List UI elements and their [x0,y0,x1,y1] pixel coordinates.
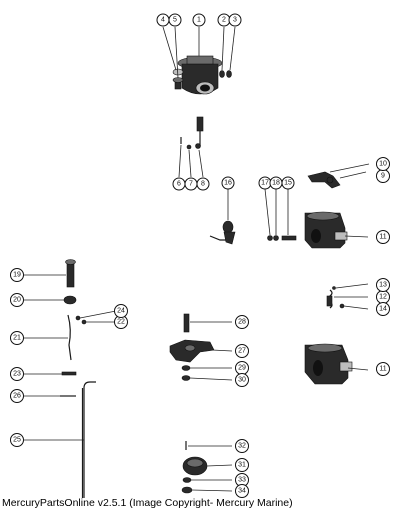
callout-11-lower: 11 [376,362,390,376]
callout-31-label: 31 [238,462,246,469]
callout-12-label: 12 [379,294,387,301]
part-12-13-14-spring [326,286,345,309]
part-28-stud [183,313,190,333]
callout-9-label: 9 [381,173,385,180]
callout-2: 2 [217,13,231,27]
callout-7: 7 [184,177,198,191]
leader-lines [24,26,370,492]
callout-24-label: 24 [117,308,125,315]
callout-26: 26 [10,389,24,403]
callout-25: 25 [10,433,24,447]
callout-8-label: 8 [201,181,205,188]
callout-17: 17 [258,176,272,190]
callout-6: 6 [172,177,186,191]
callout-2-label: 2 [222,17,226,24]
callout-13-label: 13 [379,282,387,289]
callout-10: 10 [376,157,390,171]
callout-23-label: 23 [13,371,21,378]
callout-34-label: 34 [238,488,246,495]
callout-6-label: 6 [177,181,181,188]
part-29-30-washers [181,365,191,381]
callout-24: 24 [114,304,128,318]
callout-30: 30 [235,373,249,387]
callout-23: 23 [10,367,24,381]
copyright-footer: MercuryPartsOnline v2.5.1 (Image Copyrig… [2,497,293,509]
callout-5: 5 [168,13,182,27]
callout-34: 34 [235,484,249,498]
callout-21: 21 [10,331,24,345]
part-11-assembly-upper [304,211,348,249]
part-21-rod [67,314,72,361]
callout-17-label: 17 [261,180,269,187]
callout-16-label: 16 [224,180,232,187]
callout-10-label: 10 [379,161,387,168]
part-16-arm [209,220,236,245]
callout-9: 9 [376,169,390,183]
callout-29: 29 [235,361,249,375]
part-9-10-lever [307,171,341,189]
callout-20: 20 [10,293,24,307]
callout-27: 27 [235,344,249,358]
callout-11-upper: 11 [376,230,390,244]
callout-13: 13 [376,278,390,292]
callout-7-label: 7 [189,181,193,188]
callout-11-lower-label: 11 [379,366,386,373]
part-23-pin [61,371,77,376]
callout-14-label: 14 [379,306,387,313]
part-11-assembly-lower [304,343,353,385]
callout-31: 31 [235,458,249,472]
callout-25-label: 25 [13,437,21,444]
callout-15: 15 [281,176,295,190]
callout-1-label: 1 [197,17,201,24]
part-15-17-18-pin [267,235,297,241]
callout-11-upper-label: 11 [379,234,386,241]
callout-3: 3 [228,13,242,27]
callout-21-label: 21 [13,335,21,342]
callout-4-label: 4 [161,17,165,24]
callout-19: 19 [10,268,24,282]
callout-32: 32 [235,439,249,453]
callout-16: 16 [221,176,235,190]
callout-1: 1 [192,13,206,27]
part-19-bolt [65,259,76,288]
callout-33-label: 33 [238,477,246,484]
callout-28-label: 28 [238,319,246,326]
callout-3-label: 3 [233,17,237,24]
callout-29-label: 29 [238,365,246,372]
callout-20-label: 20 [13,297,21,304]
callout-32-label: 32 [238,443,246,450]
callout-22: 22 [114,315,128,329]
callout-8: 8 [196,177,210,191]
callout-15-label: 15 [284,180,292,187]
part-27-cam [169,339,215,363]
callout-27-label: 27 [238,348,246,355]
part-1-housing [177,55,223,95]
callout-22-label: 22 [117,319,125,326]
callout-19-label: 19 [13,272,21,279]
callout-18: 18 [269,176,283,190]
callout-18-label: 18 [272,180,280,187]
part-2-3-washers [219,70,232,78]
callout-5-label: 5 [173,17,177,24]
callout-4: 4 [156,13,170,27]
part-22-24-clip [75,315,87,325]
callout-30-label: 30 [238,377,246,384]
part-31-34-filter [181,441,208,494]
part-20-nut [63,295,77,305]
callout-12: 12 [376,290,390,304]
callout-14: 14 [376,302,390,316]
callout-26-label: 26 [13,393,21,400]
part-25-long-rod [81,381,96,498]
part-6-7-8-linkage [180,116,204,150]
callout-28: 28 [235,315,249,329]
